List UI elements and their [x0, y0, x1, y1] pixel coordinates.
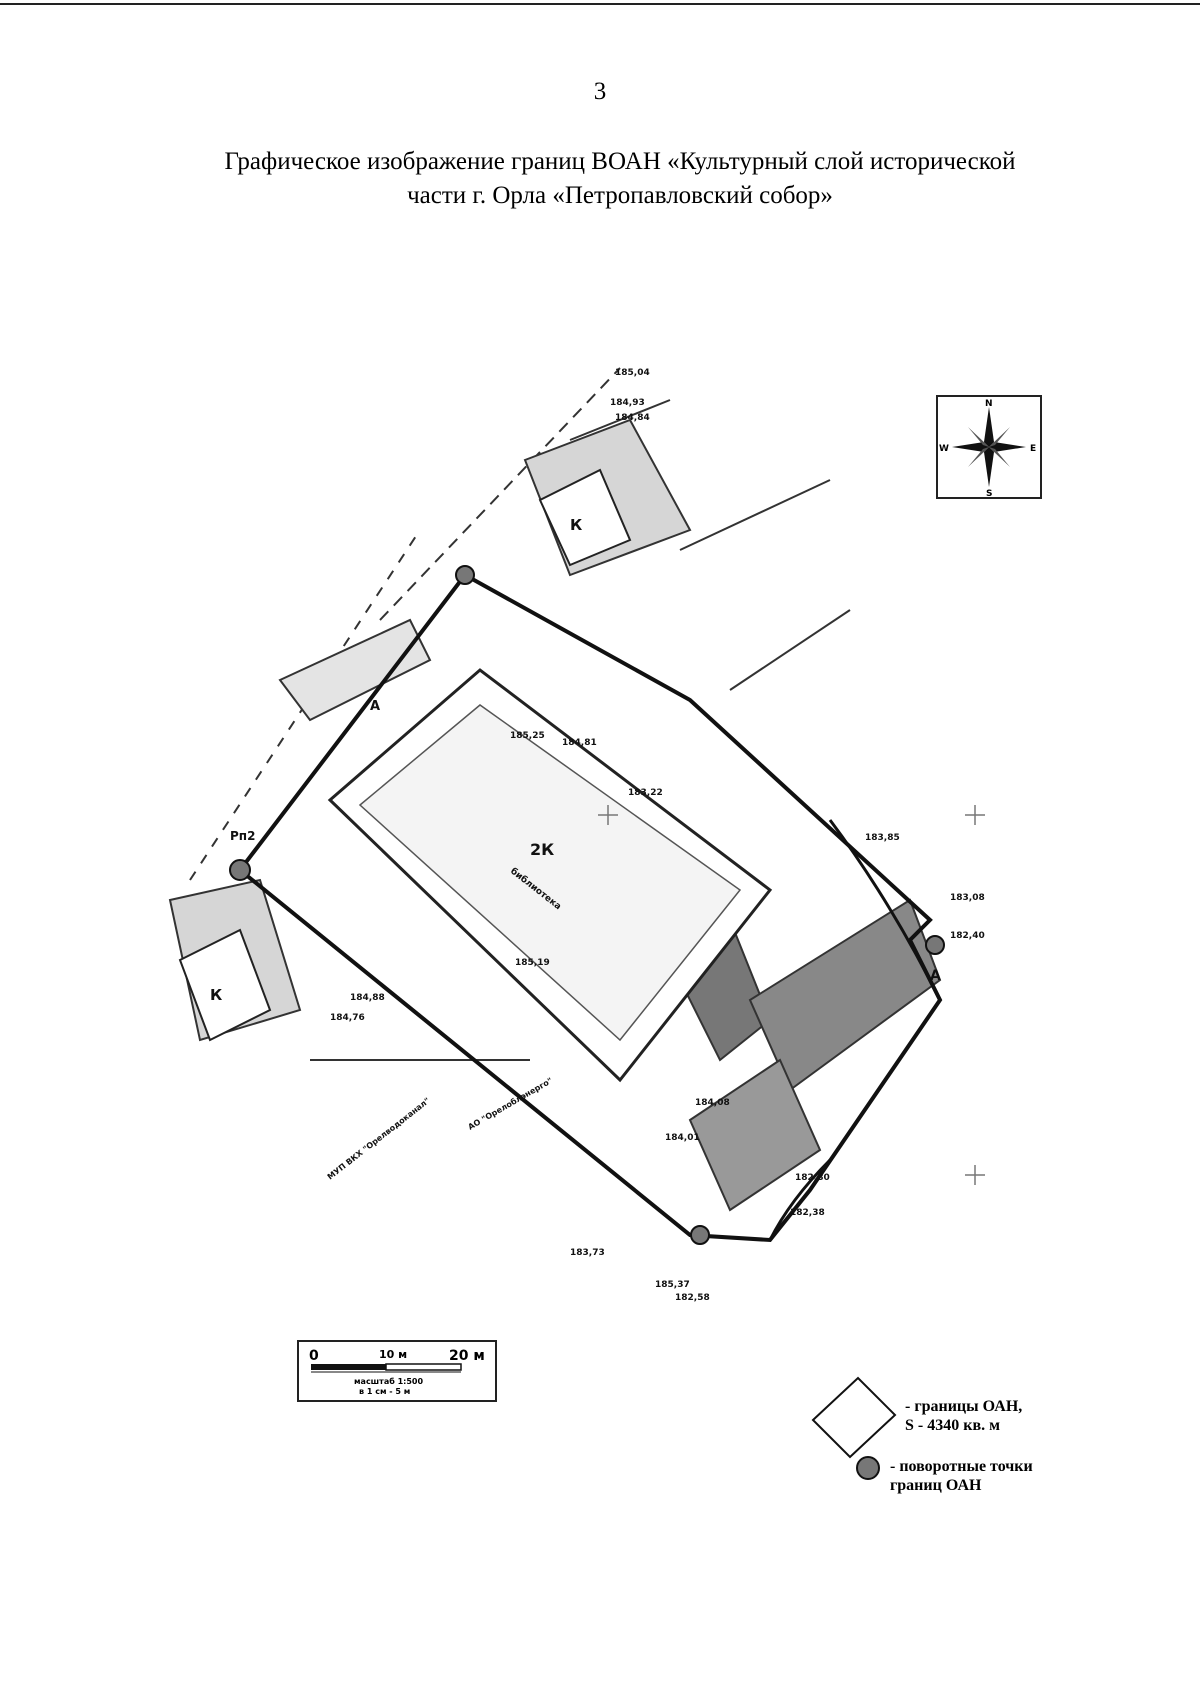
elevation-mark: 182,40 [950, 931, 985, 941]
legend-points-line-2: границ ОАН [890, 1477, 982, 1494]
site-plan: 2К библиотека К К А А Рп2 МУП ВКХ "Орелв… [168, 367, 985, 1303]
legend-turning-point-icon [856, 1456, 880, 1480]
title-line-2: части г. Орла «Петропавловский собор» [407, 182, 833, 209]
dashed-line-north [379, 367, 621, 621]
legend-boundary-line-1: - границы ОАН, [905, 1398, 1023, 1415]
building-label-small-sw: К [210, 986, 223, 1004]
scale-tick-0: 0 [309, 1348, 319, 1364]
building-inner-outline [358, 704, 742, 1042]
elevation-mark: 182,58 [675, 1293, 710, 1303]
elevation-mark: 184,81 [562, 738, 597, 748]
mark-a-west: А [370, 699, 380, 714]
page-number: 3 [593, 78, 607, 105]
utility-label: МУП ВКХ "Орелводоканал" [326, 1096, 432, 1182]
elevation-mark: 184,84 [615, 413, 650, 423]
elevation-mark: 183,22 [628, 788, 663, 798]
elevation-mark: 184,88 [350, 993, 385, 1003]
elevation-mark: 185,19 [515, 958, 550, 968]
elevation-marks: 185,04 184,93 184,84 183,08 182,40 183,8… [330, 368, 985, 1303]
turning-point-3 [925, 935, 945, 955]
turning-points [229, 565, 945, 1245]
line-ne-2 [729, 609, 851, 691]
legend-boundary-line-2: S - 4340 кв. м [905, 1417, 1000, 1434]
top-rule [0, 3, 1200, 5]
elevation-mark: 184,93 [610, 398, 645, 408]
turning-point-4 [690, 1225, 710, 1245]
mark-rp: Рп2 [230, 829, 255, 843]
boundary-polyline [237, 573, 943, 1243]
compass-e: E [1030, 444, 1036, 454]
survey-crosses [598, 805, 985, 1185]
scale-bar: 0 10 м 20 м масштаб 1:500 в 1 см - 5 м [297, 1340, 497, 1402]
elevation-mark: 182,80 [795, 1173, 830, 1183]
title-line-1: Графическое изображение границ ВОАН «Кул… [224, 148, 1016, 175]
elevation-mark: 184,08 [695, 1098, 730, 1108]
scale-tick-10: 10 м [379, 1348, 407, 1361]
compass-box: N S W E [936, 395, 1042, 499]
elevation-mark: 184,01 [665, 1133, 700, 1143]
compass-w: W [939, 444, 949, 454]
building-small-southwest [178, 928, 272, 1042]
elevation-mark: 183,85 [865, 833, 900, 843]
line-north-1 [569, 399, 671, 441]
scale-caption-2: в 1 см - 5 м [359, 1387, 410, 1396]
area-west [278, 618, 432, 722]
compass-s: S [986, 489, 992, 497]
elevation-mark: 185,37 [655, 1280, 690, 1290]
elevation-mark: 185,25 [510, 731, 545, 741]
oan-boundary [237, 573, 943, 1243]
legend-boundary: - границы ОАН, S - 4340 кв. м [905, 1397, 1022, 1435]
compass-rose-icon: N S W E [939, 399, 1036, 499]
page-title: Графическое изображение границ ВОАН «Кул… [130, 145, 1110, 213]
compass-n: N [985, 399, 993, 409]
scale-tick-20: 20 м [449, 1348, 485, 1364]
elevation-mark: 184,76 [330, 1013, 365, 1023]
elevation-mark: 183,73 [570, 1248, 605, 1258]
utility-label-2: АО "Орелоблэнерго" [466, 1075, 554, 1132]
legend-boundary-swatch [811, 1376, 897, 1459]
legend-points-line-1: - поворотные точки [890, 1458, 1033, 1475]
main-building [327, 668, 773, 1083]
area-east-stairs [748, 898, 942, 1092]
mark-a-east: А [930, 968, 941, 984]
turning-point-1 [455, 565, 475, 585]
elevation-mark: 182,38 [790, 1208, 825, 1218]
turning-point-2 [229, 859, 251, 881]
building-label-main: 2К [530, 840, 554, 859]
line-ne-1 [679, 479, 831, 551]
scale-caption-1: масштаб 1:500 [354, 1376, 423, 1386]
elevation-mark: 185,04 [615, 368, 650, 378]
boundary-curve-east [828, 819, 942, 1001]
building-small-north [538, 468, 632, 567]
building-label-small: К [570, 516, 583, 534]
elevation-mark: 183,08 [950, 893, 985, 903]
legend-turning-points: - поворотные точки границ ОАН [890, 1457, 1033, 1495]
area-south-stairs [688, 1058, 822, 1212]
boundary-curve-south [768, 1158, 832, 1241]
